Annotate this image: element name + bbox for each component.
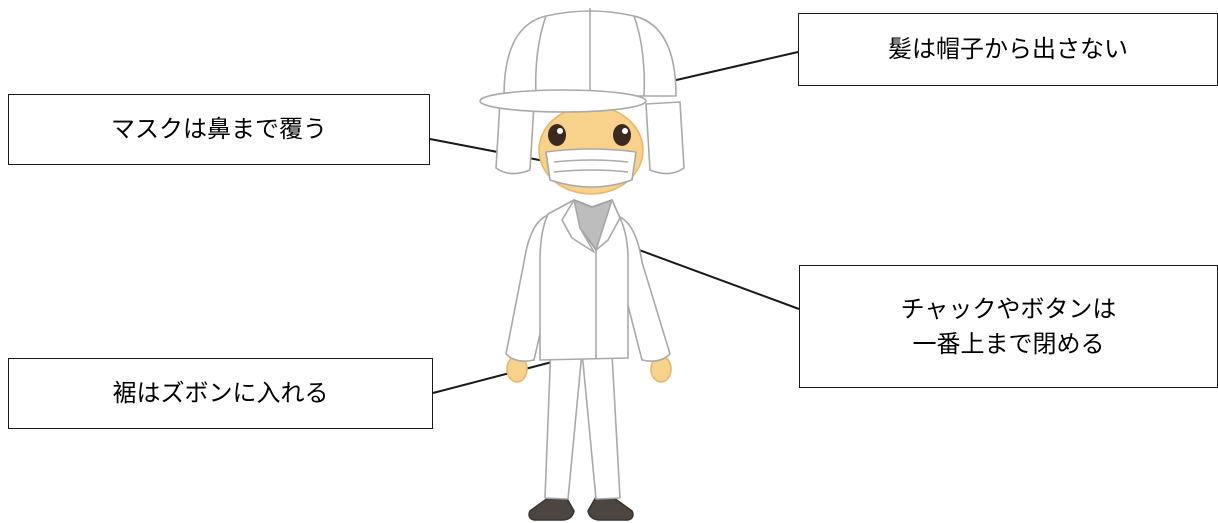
cap-left-flap: [495, 101, 535, 175]
right-sleeve: [615, 214, 671, 362]
label-mask-cover-nose: マスクは鼻まで覆う: [8, 94, 430, 165]
right-shoe: [587, 496, 634, 521]
label-hem-text: 裾はズボンに入れる: [112, 379, 329, 408]
label-zipper-text-line2: 一番上まで閉める: [912, 329, 1105, 358]
label-hair-in-cap: 髪は帽子から出さない: [798, 13, 1218, 86]
label-tuck-hem: 裾はズボンに入れる: [8, 358, 433, 429]
cap-brim: [479, 89, 647, 113]
leader-line-hair: [671, 51, 799, 82]
label-close-zipper-buttons: チャックやボタンは 一番上まで閉める: [799, 265, 1218, 388]
face-mask: [545, 148, 637, 188]
worker-figure: [479, 8, 685, 521]
right-lapel: [595, 199, 621, 251]
right-eye: [613, 124, 631, 146]
label-zipper-text-line1: チャックやボタンは: [900, 295, 1117, 324]
cap-right-flap: [645, 101, 685, 175]
label-hair-text: 髪は帽子から出さない: [888, 35, 1128, 64]
label-mask-text: マスクは鼻まで覆う: [111, 115, 327, 144]
leader-line-zipper: [611, 239, 800, 310]
left-shoe: [528, 496, 575, 521]
leader-line-mask: [429, 138, 561, 165]
leader-lines: [429, 51, 800, 394]
left-lapel: [561, 199, 595, 253]
leader-line-hem: [432, 361, 553, 394]
left-eye: [548, 124, 566, 146]
